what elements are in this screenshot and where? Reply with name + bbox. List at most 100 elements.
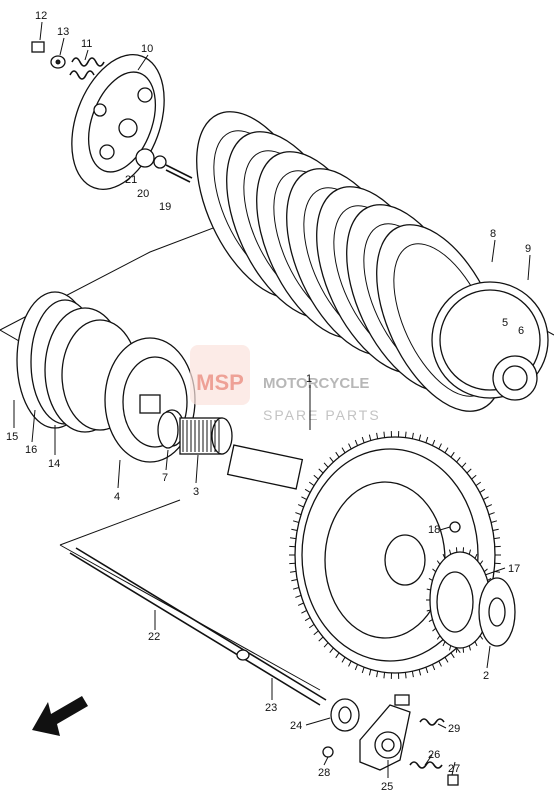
- gear-tooth: [493, 537, 501, 540]
- gear-tooth: [354, 439, 359, 446]
- primary-gear-assembly: [16, 291, 139, 433]
- gear-tooth: [368, 434, 372, 441]
- watermark: MSP MOTORCYCLE SPARE PARTS: [190, 345, 379, 423]
- gear-tooth: [471, 474, 477, 480]
- gear-tooth: [404, 672, 407, 679]
- gear-tooth: [295, 512, 302, 516]
- watermark-logo: MSP: [196, 370, 244, 395]
- gear-tooth: [348, 660, 352, 667]
- gear-tooth: [341, 447, 346, 454]
- gear-tooth: [475, 481, 482, 487]
- pressure-plate: [71, 54, 165, 190]
- oil-pump-gear: [426, 547, 516, 653]
- gear-tooth: [301, 609, 307, 614]
- callout-23: 23: [265, 702, 277, 714]
- clutch-plates-stack: [196, 111, 504, 412]
- callout-25: 25: [381, 781, 393, 793]
- gear-tooth: [313, 630, 319, 636]
- callout-1: 1: [306, 373, 312, 385]
- small-gear-tooth: [468, 549, 471, 555]
- gear-tooth: [450, 451, 455, 458]
- gear-tooth: [291, 579, 298, 582]
- gear-tooth: [304, 488, 311, 493]
- callout-17: 17: [508, 563, 520, 575]
- gear-tooth: [289, 570, 297, 573]
- release-bearing-pushpiece: [135, 148, 193, 183]
- callout-3: 3: [193, 486, 199, 498]
- gear-tooth: [411, 671, 414, 678]
- gear-tooth: [488, 512, 495, 516]
- callout-19: 19: [159, 201, 171, 213]
- gear-tooth: [368, 669, 372, 676]
- callout-11: 11: [81, 38, 92, 50]
- callout-13: 13: [57, 26, 69, 38]
- small-gear-tooth: [474, 553, 478, 559]
- callout-9: 9: [525, 243, 531, 255]
- bolt-washer-spring: [31, 41, 105, 80]
- gear-tooth: [291, 528, 298, 531]
- small-gear-tooth: [474, 641, 478, 647]
- callout-26: 26: [428, 749, 440, 761]
- small-gear-tooth: [442, 641, 446, 647]
- callout-21: 21: [125, 174, 137, 186]
- gear-tooth: [444, 656, 449, 663]
- callout-6: 6: [518, 325, 524, 337]
- gear-tooth: [308, 481, 315, 487]
- gear-tooth: [289, 537, 297, 540]
- small-gear-tooth: [479, 560, 484, 565]
- gear-tooth: [492, 528, 499, 531]
- callout-labels: 12 13 11 10 21 20 19 8 9 5 6 15 16 14 4 …: [6, 10, 531, 793]
- callout-2: 2: [483, 670, 489, 682]
- gear-tooth: [431, 439, 436, 446]
- shaft: [226, 444, 304, 490]
- callout-4: 4: [114, 491, 120, 503]
- gear-tooth: [383, 431, 386, 438]
- gear-tooth: [335, 652, 340, 659]
- callout-14: 14: [48, 458, 60, 470]
- small-gear-tooth: [442, 553, 446, 559]
- gear-tooth: [341, 656, 346, 663]
- callout-27: 27: [448, 763, 460, 775]
- callout-20: 20: [137, 188, 149, 200]
- small-gear-tooth: [428, 578, 433, 581]
- gear-tooth: [297, 504, 304, 508]
- gear-tooth: [323, 642, 329, 648]
- gear-tooth: [295, 594, 302, 598]
- gear-tooth: [292, 587, 300, 590]
- gear-tooth: [418, 669, 422, 676]
- needle-bearing: [157, 411, 233, 455]
- gear-tooth: [383, 672, 386, 679]
- callout-15: 15: [6, 431, 18, 443]
- gear-tooth: [404, 431, 407, 438]
- release-mechanism: [322, 694, 459, 786]
- small-gear-tooth: [432, 568, 437, 573]
- callout-24: 24: [290, 720, 302, 732]
- clutch-sleeve-hub: [431, 281, 549, 401]
- small-gear-tooth: [468, 645, 471, 651]
- callout-28: 28: [318, 767, 330, 779]
- gear-tooth: [329, 647, 334, 654]
- callout-10: 10: [141, 43, 153, 55]
- gear-tooth: [479, 488, 486, 493]
- gear-tooth: [318, 468, 324, 474]
- gear-tooth: [329, 456, 334, 463]
- small-gear-tooth: [436, 635, 441, 640]
- push-rod: [69, 547, 327, 706]
- small-gear-tooth: [426, 609, 431, 612]
- callout-22: 22: [148, 631, 160, 643]
- gear-tooth: [418, 434, 422, 441]
- gear-tooth: [486, 504, 493, 508]
- callout-16: 16: [25, 444, 37, 456]
- gear-tooth: [304, 617, 311, 622]
- gear-tooth: [376, 432, 379, 439]
- small-gear-tooth: [426, 588, 431, 591]
- small-gear-tooth: [436, 560, 441, 565]
- gear-tooth: [361, 667, 365, 674]
- small-gear-tooth: [449, 549, 452, 555]
- gear-tooth: [348, 443, 352, 450]
- gear-tooth: [297, 602, 304, 606]
- gear-tooth: [323, 462, 329, 468]
- callout-8: 8: [490, 228, 496, 240]
- small-gear-tooth: [479, 635, 484, 640]
